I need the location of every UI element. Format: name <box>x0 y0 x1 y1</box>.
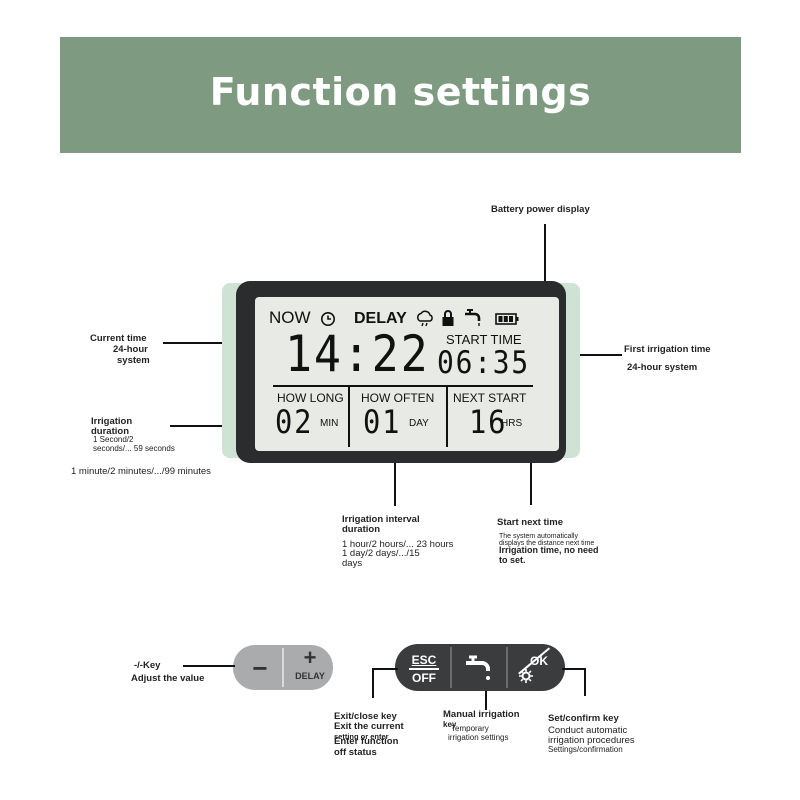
leader-current-time <box>163 342 255 344</box>
button-divider <box>282 648 284 687</box>
lcd-now: NOW <box>269 308 311 327</box>
callout-set: Set/confirm key <box>548 713 619 724</box>
lcd-start-time-value: 06:35 <box>437 345 530 381</box>
callout-exit-4: Enter function <box>334 736 399 747</box>
battery-icon <box>495 313 519 325</box>
callout-manual-4: irrigation settings <box>448 733 509 742</box>
faucet-icon <box>465 309 481 326</box>
callout-interval-3: 1 hour/2 hours/... 23 hours <box>342 539 454 550</box>
callout-first-irrigation-2: 24-hour system <box>627 362 698 373</box>
off-button-label: OFF <box>412 671 436 685</box>
lcd-divider-1 <box>348 387 350 447</box>
clock-icon <box>321 312 335 326</box>
leader-exit-h <box>372 668 398 670</box>
leader-set-h <box>562 668 584 670</box>
esc-faucet-ok-button-group <box>395 644 565 691</box>
leader-exit-v <box>372 668 374 698</box>
callout-next-2: The system automatically <box>499 533 578 540</box>
callout-current-time-2: 24-hour <box>113 344 148 355</box>
lcd-start-time-label: START TIME <box>446 332 522 347</box>
callout-exit-5: off status <box>334 747 377 758</box>
leader-battery <box>544 224 546 302</box>
lcd-how-long-label: HOW LONG <box>277 391 344 405</box>
esc-off-divider <box>409 668 439 670</box>
plus-button[interactable]: + <box>303 645 317 670</box>
cloud-icon <box>417 310 433 327</box>
esc-button[interactable]: ESC <box>411 653 437 667</box>
lcd-how-long-value: 02 <box>275 403 314 441</box>
minus-button[interactable]: − <box>252 653 268 683</box>
callout-minus: -/-Key <box>134 660 161 671</box>
callout-exit-2: Exit the current <box>334 721 404 732</box>
callout-next: Start next time <box>497 517 563 528</box>
leader-manual <box>485 691 487 710</box>
callout-set-3: irrigation procedures <box>548 735 635 746</box>
callout-duration-5: 1 minute/2 minutes/.../99 minutes <box>71 466 211 477</box>
callout-current-time-3: system <box>117 355 150 366</box>
lcd-delay: DELAY <box>354 310 407 327</box>
leader-set-v <box>584 668 586 696</box>
lock-icon <box>442 310 454 326</box>
lcd-how-often-label: HOW OFTEN <box>361 391 435 405</box>
button-separator-1 <box>450 647 452 688</box>
callout-interval-5: days <box>342 558 363 569</box>
callout-current-time: Current time <box>90 333 147 344</box>
callout-manual-3: Temporary <box>451 724 489 733</box>
leader-duration <box>170 425 255 427</box>
callout-interval-2: duration <box>342 524 380 535</box>
lcd-next-start-unit: HRS <box>501 418 523 429</box>
lcd-divider-2 <box>446 387 448 447</box>
callout-set-2: Conduct automatic <box>548 725 628 736</box>
callout-next-3: displays the distance next time <box>499 540 595 547</box>
button-separator-2 <box>506 647 508 688</box>
leader-first-irrigation <box>572 354 622 356</box>
callout-first-irrigation: First irrigation time <box>624 344 711 355</box>
callout-minus-2: Adjust the value <box>131 673 205 684</box>
lcd-next-start-label: NEXT START <box>453 391 527 405</box>
lcd-how-often-value: 01 <box>363 403 402 441</box>
faucet-icon[interactable] <box>462 651 496 685</box>
callout-next-5: to set. <box>499 555 526 565</box>
callout-exit: Exit/close key <box>334 711 397 722</box>
callout-battery: Battery power display <box>491 204 590 215</box>
header-banner: Function settings <box>60 37 741 153</box>
leader-interval <box>394 458 396 506</box>
callout-set-4: Settings/confirmation <box>548 745 623 754</box>
lcd-clock-time: 14:22 <box>285 325 430 383</box>
lcd-how-long-unit: MIN <box>320 418 339 429</box>
page-title: Function settings <box>209 70 592 114</box>
callout-interval-4: 1 day/2 days/.../15 <box>342 548 420 559</box>
lcd-screen: NOW DELAY 14:22 START TIME 06:35 HOW LON… <box>255 297 559 451</box>
lcd-next-start-value: 16 <box>469 403 508 441</box>
callout-duration-2: duration <box>91 426 129 437</box>
callout-manual: Manual irrigation <box>443 709 520 720</box>
callout-duration-4: seconds/... 59 seconds <box>93 444 175 453</box>
leader-minus <box>183 665 235 667</box>
lcd-how-often-unit: DAY <box>409 418 429 429</box>
callout-interval: Irrigation interval <box>342 514 420 525</box>
callout-manual-2: key <box>443 720 457 729</box>
callout-duration-3: 1 Second/2 <box>93 435 134 444</box>
lcd-divider <box>273 385 533 387</box>
delay-button-label: DELAY <box>295 671 325 681</box>
callout-duration: Irrigation <box>91 416 133 427</box>
callout-exit-3: setting or enter <box>334 732 389 741</box>
callout-next-4: Irrigation time, no need <box>499 545 599 555</box>
leader-next <box>530 451 532 505</box>
